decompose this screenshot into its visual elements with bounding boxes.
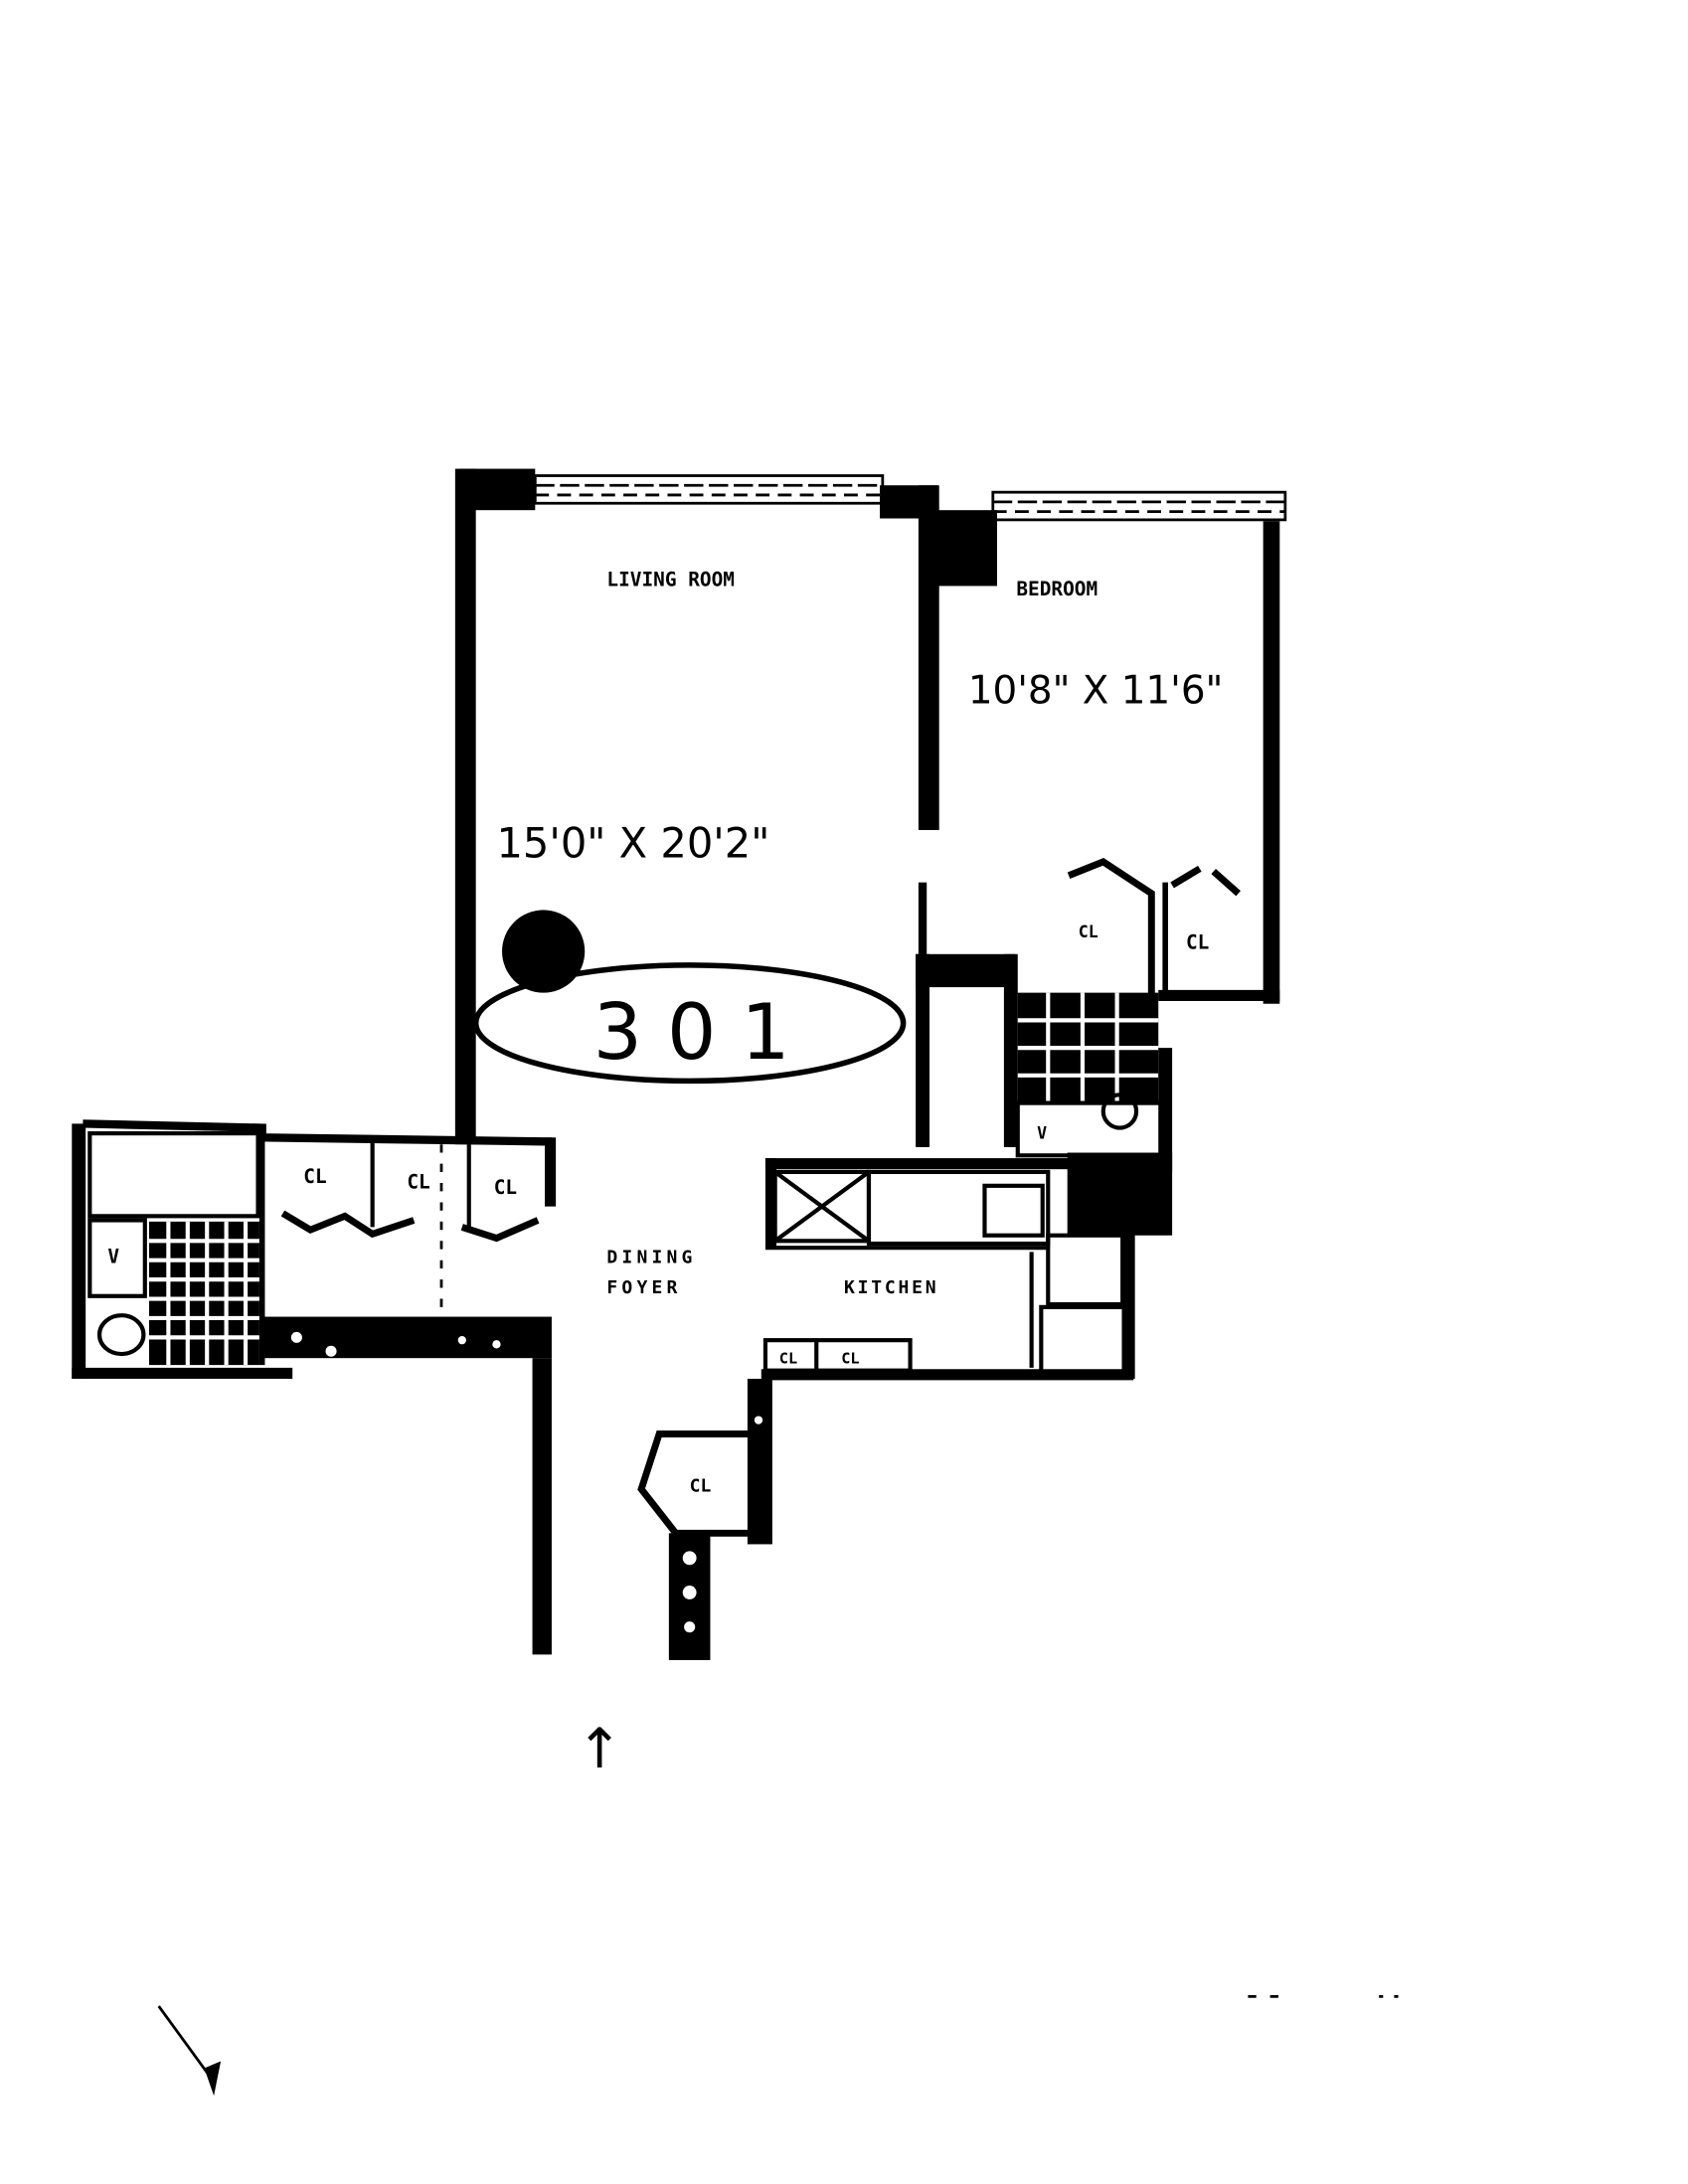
west-wing: V CL CL CL [72,1119,557,1379]
entry-closet-label: CL [690,1476,712,1497]
unit-oval [472,962,907,1085]
hall-wall [916,953,1015,988]
bath-tile-grid-2 [148,1221,259,1366]
west-wing-south-wall [72,1367,293,1379]
sink-icon [982,1183,1045,1238]
west-wing-outer-wall [72,1123,86,1379]
toilet-icon [1100,1092,1139,1130]
living-room-window [533,474,885,505]
kitchen-label: KITCHEN [844,1277,938,1298]
hall-east-wall [1003,953,1018,1147]
bathtub [87,1131,260,1219]
shaft-block [1067,1152,1173,1236]
unit-number-tag: 301 [472,910,907,1085]
bedroom-window [991,490,1287,522]
counter [866,1169,1051,1247]
bedroom-nw-pier [921,510,997,587]
bedroom-dimensions: 10'8" X 11'6" [968,668,1224,713]
kitchen: KITCHEN CL CL [760,1158,1135,1381]
entrance-arrow-icon: ↑ [577,1718,622,1781]
bedroom-closet-door [1067,857,1155,996]
bedroom-closet-1: CL [1079,923,1098,941]
kitchen-closet-2: CL [841,1350,859,1368]
marker-dot [502,910,586,993]
hall-west-wall [916,953,929,1147]
bedroom-bath: V [916,953,1173,1236]
refrigerator [1046,1233,1125,1307]
dining-foyer: DINING FOYER [439,1144,696,1324]
bedroom-east-wall [1263,521,1280,1004]
bath-vanity-label-2: V [107,1245,119,1267]
closet-west-3: CL [494,1176,517,1199]
foyer-label: FOYER [606,1277,681,1298]
bath-east-wall [1158,1048,1173,1172]
bedroom-south-wall [1158,989,1280,1001]
partition-wall-lower [918,882,928,979]
living-room-corner [459,468,536,511]
toilet-icon-2 [96,1313,146,1357]
entry-corridor: CL ↑ [532,1358,772,1781]
scan-artifacts [157,1994,1407,2097]
unit-number: 301 [593,988,815,1078]
bedroom: BEDROOM 10'8" X 11'6" CL CL [921,490,1287,1004]
kitchen-east-wall [1123,1227,1135,1379]
kitchen-south-wall [760,1369,1134,1381]
kitchen-north-wall [764,1158,1077,1170]
bedroom-closet-2: CL [1186,930,1209,953]
living-room-dimensions: 15'0" X 20'2" [496,819,769,868]
bedroom-label: BEDROOM [1016,578,1097,600]
bath-vanity-label: V [1037,1124,1047,1143]
closet-west-2: CL [407,1171,429,1194]
west-wing-foyer-wall [261,1316,552,1359]
closet-west-1: CL [303,1165,326,1188]
corridor-west-wall [532,1358,552,1655]
kitchen-closet-1: CL [779,1350,797,1368]
living-room-label: LIVING ROOM [606,568,735,590]
dining-label: DINING [606,1247,696,1267]
entry-closet [637,1430,756,1537]
living-room-west-wall [454,468,476,1145]
